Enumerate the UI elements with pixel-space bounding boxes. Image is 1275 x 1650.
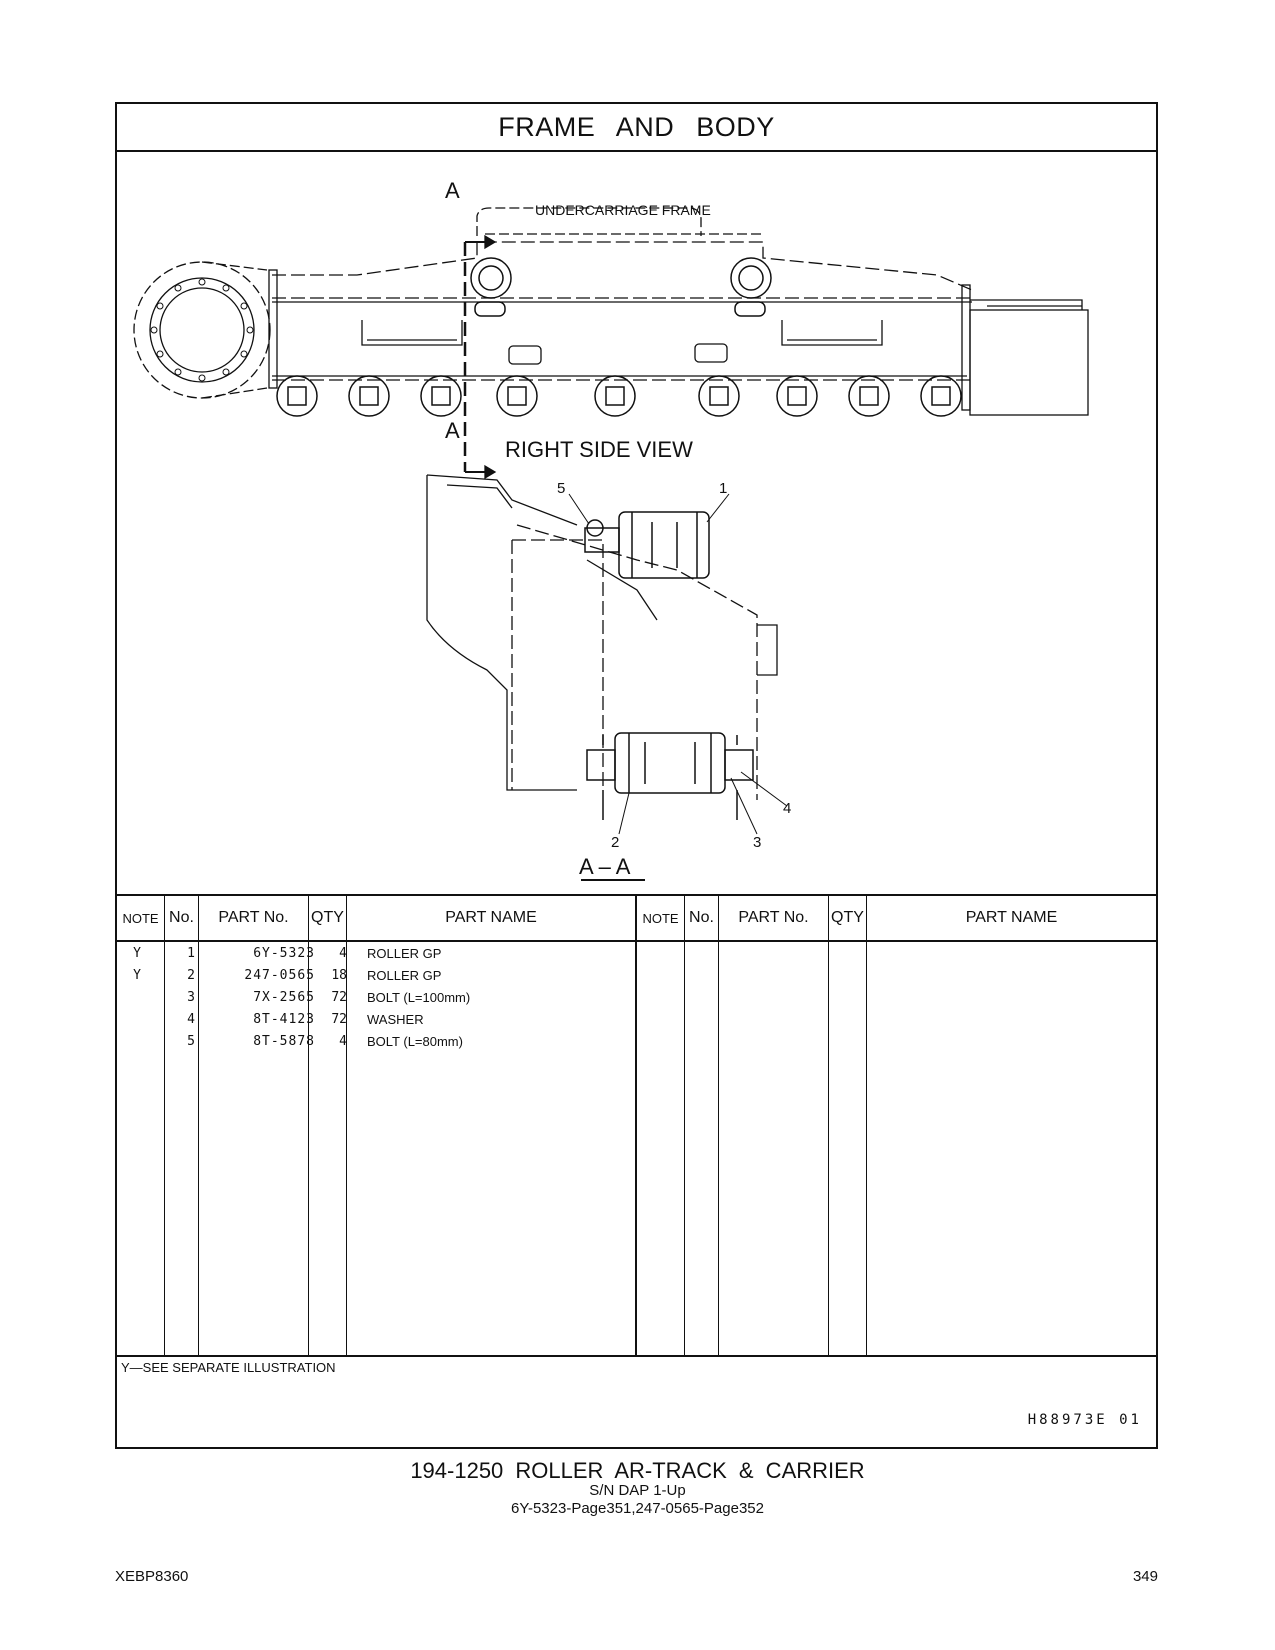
col-divider [346, 940, 635, 1355]
row-part-no: 8T-5878 [253, 1034, 315, 1049]
row-note: Y [133, 968, 141, 983]
parts-illustration: UNDERCARRIAGE FRAME A A RIGHT SIDE VIEW … [117, 150, 1156, 894]
page-reference: 6Y-5323-Page351,247-0565-Page352 [510, 1500, 764, 1517]
callout-2: 2 [611, 834, 620, 851]
table-row: Y 1 6Y-5323 4 ROLLER GP [117, 946, 635, 968]
table-row: Y 2 247-0565 18 ROLLER GP [117, 968, 635, 990]
col-divider [828, 940, 866, 1355]
row-no: 3 [187, 990, 195, 1005]
row-qty: 18 [331, 968, 347, 983]
col-divider [308, 940, 346, 1355]
col-divider [866, 940, 1156, 1355]
col-divider [198, 940, 308, 1355]
row-part-name: BOLT (L=100mm) [367, 990, 471, 1005]
row-part-no: 8T-4123 [253, 1012, 315, 1027]
col-divider [718, 940, 828, 1355]
callout-4: 4 [783, 800, 792, 817]
table-row: 4 8T-4123 72 WASHER [117, 1012, 635, 1034]
row-part-name: BOLT (L=80mm) [367, 1034, 463, 1049]
col-divider [684, 940, 718, 1355]
callout-3: 3 [753, 834, 762, 851]
table-row: 3 7X-2565 72 BOLT (L=100mm) [117, 990, 635, 1012]
header-part-name: PART NAME [346, 896, 635, 940]
row-part-no: 7X-2565 [253, 990, 315, 1005]
header-no: No. [164, 896, 198, 940]
row-part-no: 247-0565 [244, 968, 315, 983]
table-row: 5 8T-5878 4 BOLT (L=80mm) [117, 1034, 635, 1056]
row-note: Y [133, 946, 141, 961]
row-part-name: ROLLER GP [367, 968, 442, 983]
section-a-a-label: A – A [579, 854, 631, 879]
callout-5: 5 [557, 480, 566, 497]
row-qty: 4 [339, 946, 347, 961]
row-part-name: ROLLER GP [367, 946, 442, 961]
header-no: No. [684, 896, 718, 940]
header-part-no: PART No. [718, 896, 828, 940]
section-mark-bottom: A [445, 418, 460, 443]
row-no: 5 [187, 1034, 195, 1049]
row-qty: 72 [331, 990, 347, 1005]
publication-id: XEBP8360 [115, 1568, 189, 1585]
parts-sheet: FRAME AND BODY [115, 102, 1158, 1449]
serial-number: S/N DAP 1-Up [589, 1482, 686, 1499]
row-no: 1 [187, 946, 195, 961]
right-side-view-label: RIGHT SIDE VIEW [505, 437, 693, 462]
col-divider [164, 940, 198, 1355]
header-note: NOTE [642, 910, 679, 926]
row-qty: 72 [331, 1012, 347, 1027]
row-part-name: WASHER [367, 1012, 424, 1027]
footnote: Y—SEE SEPARATE ILLUSTRATION [121, 1360, 336, 1375]
parts-table: NOTE No. PART No. QTY PART NAME Y 1 6Y-5… [117, 894, 1156, 1357]
header-qty: QTY [308, 896, 346, 940]
row-no: 4 [187, 1012, 195, 1027]
header-part-no: PART No. [198, 896, 308, 940]
row-part-no: 6Y-5323 [253, 946, 315, 961]
header-part-name: PART NAME [866, 896, 1156, 940]
row-qty: 4 [339, 1034, 347, 1049]
table-header: NOTE No. PART No. QTY PART NAME [117, 896, 635, 942]
row-no: 2 [187, 968, 195, 983]
header-note: NOTE [122, 910, 159, 926]
header-qty: QTY [828, 896, 866, 940]
sheet-title: FRAME AND BODY [117, 104, 1156, 152]
illustration-svg [133, 207, 1089, 881]
callout-1: 1 [719, 480, 728, 497]
section-mark-top: A [445, 178, 460, 203]
group-title: 194-1250 ROLLER AR-TRACK & CARRIER [410, 1458, 865, 1483]
drawing-id: H88973E 01 [1027, 1412, 1142, 1428]
page-number: 349 [1132, 1568, 1158, 1585]
parts-table-left: NOTE No. PART No. QTY PART NAME Y 1 6Y-5… [117, 896, 637, 1355]
undercarriage-frame-label: UNDERCARRIAGE FRAME [535, 202, 711, 218]
table-header: NOTE No. PART No. QTY PART NAME [637, 896, 1156, 942]
parts-table-right: NOTE No. PART No. QTY PART NAME [637, 896, 1156, 1355]
